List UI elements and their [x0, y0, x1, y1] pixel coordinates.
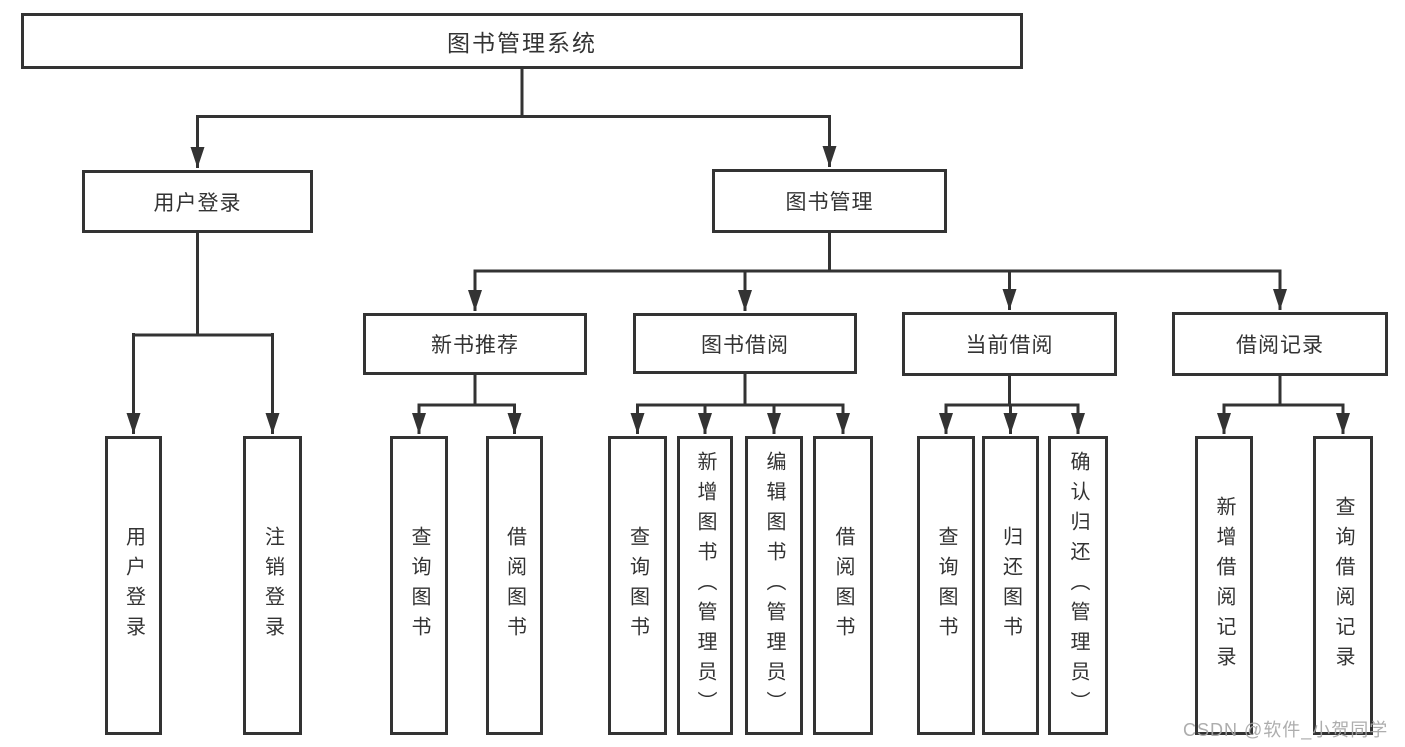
node-book-borrow: 图书借阅	[633, 313, 857, 374]
leaf-logout: 注销登录	[243, 436, 302, 735]
leaf-query-books-3-label: 查询图书	[935, 525, 957, 646]
leaf-logout-label: 注销登录	[261, 525, 284, 646]
node-borrow-records: 借阅记录	[1172, 312, 1388, 376]
leaf-query-books-1: 查询图书	[390, 436, 448, 735]
leaf-add-borrow-record-label: 新增借阅记录	[1213, 495, 1235, 676]
leaf-add-books-admin: 新增图书（管理员）	[677, 436, 733, 735]
node-root: 图书管理系统	[21, 13, 1023, 69]
csdn-watermark: CSDN @软件_小贺同学	[1183, 720, 1389, 740]
leaf-query-borrow-record: 查询借阅记录	[1313, 436, 1373, 735]
connector-group	[126, 69, 1350, 434]
leaf-borrow-books-1-label: 借阅图书	[503, 525, 526, 646]
leaf-query-borrow-record-label: 查询借阅记录	[1332, 495, 1354, 676]
leaf-borrow-books-1: 借阅图书	[486, 436, 543, 735]
leaf-edit-books-admin-label: 编辑图书（管理员）	[763, 450, 785, 721]
leaf-add-borrow-record: 新增借阅记录	[1195, 436, 1253, 735]
leaf-borrow-books-2: 借阅图书	[813, 436, 873, 735]
leaf-confirm-return-admin: 确认归还（管理员）	[1048, 436, 1108, 735]
node-borrow-records-label: 借阅记录	[1236, 334, 1324, 357]
node-book-management-label: 图书管理	[785, 191, 874, 214]
leaf-confirm-return-admin-label: 确认归还（管理员）	[1067, 450, 1089, 721]
leaf-add-books-admin-label: 新增图书（管理员）	[694, 450, 716, 721]
leaf-query-books-3: 查询图书	[917, 436, 975, 735]
leaf-query-books-2: 查询图书	[608, 436, 667, 735]
node-book-borrow-label: 图书借阅	[701, 333, 789, 357]
node-current-borrow: 当前借阅	[902, 312, 1117, 376]
leaf-borrow-books-2-label: 借阅图书	[832, 525, 854, 646]
leaf-edit-books-admin: 编辑图书（管理员）	[745, 436, 803, 735]
node-new-book-recommend-label: 新书推荐	[431, 334, 519, 357]
node-user-login: 用户登录	[82, 170, 313, 233]
node-root-label: 图书管理系统	[447, 30, 597, 56]
leaf-user-login-label: 用户登录	[122, 525, 145, 646]
leaf-return-books-label: 归还图书	[999, 525, 1022, 646]
leaf-query-books-2-label: 查询图书	[626, 525, 649, 646]
node-current-borrow-label: 当前借阅	[965, 334, 1054, 357]
node-book-management: 图书管理	[712, 169, 947, 233]
leaf-user-login: 用户登录	[105, 436, 162, 735]
node-user-login-label: 用户登录	[153, 191, 242, 215]
leaf-query-books-1-label: 查询图书	[408, 525, 430, 646]
node-new-book-recommend: 新书推荐	[363, 313, 587, 375]
leaf-return-books: 归还图书	[982, 436, 1039, 735]
